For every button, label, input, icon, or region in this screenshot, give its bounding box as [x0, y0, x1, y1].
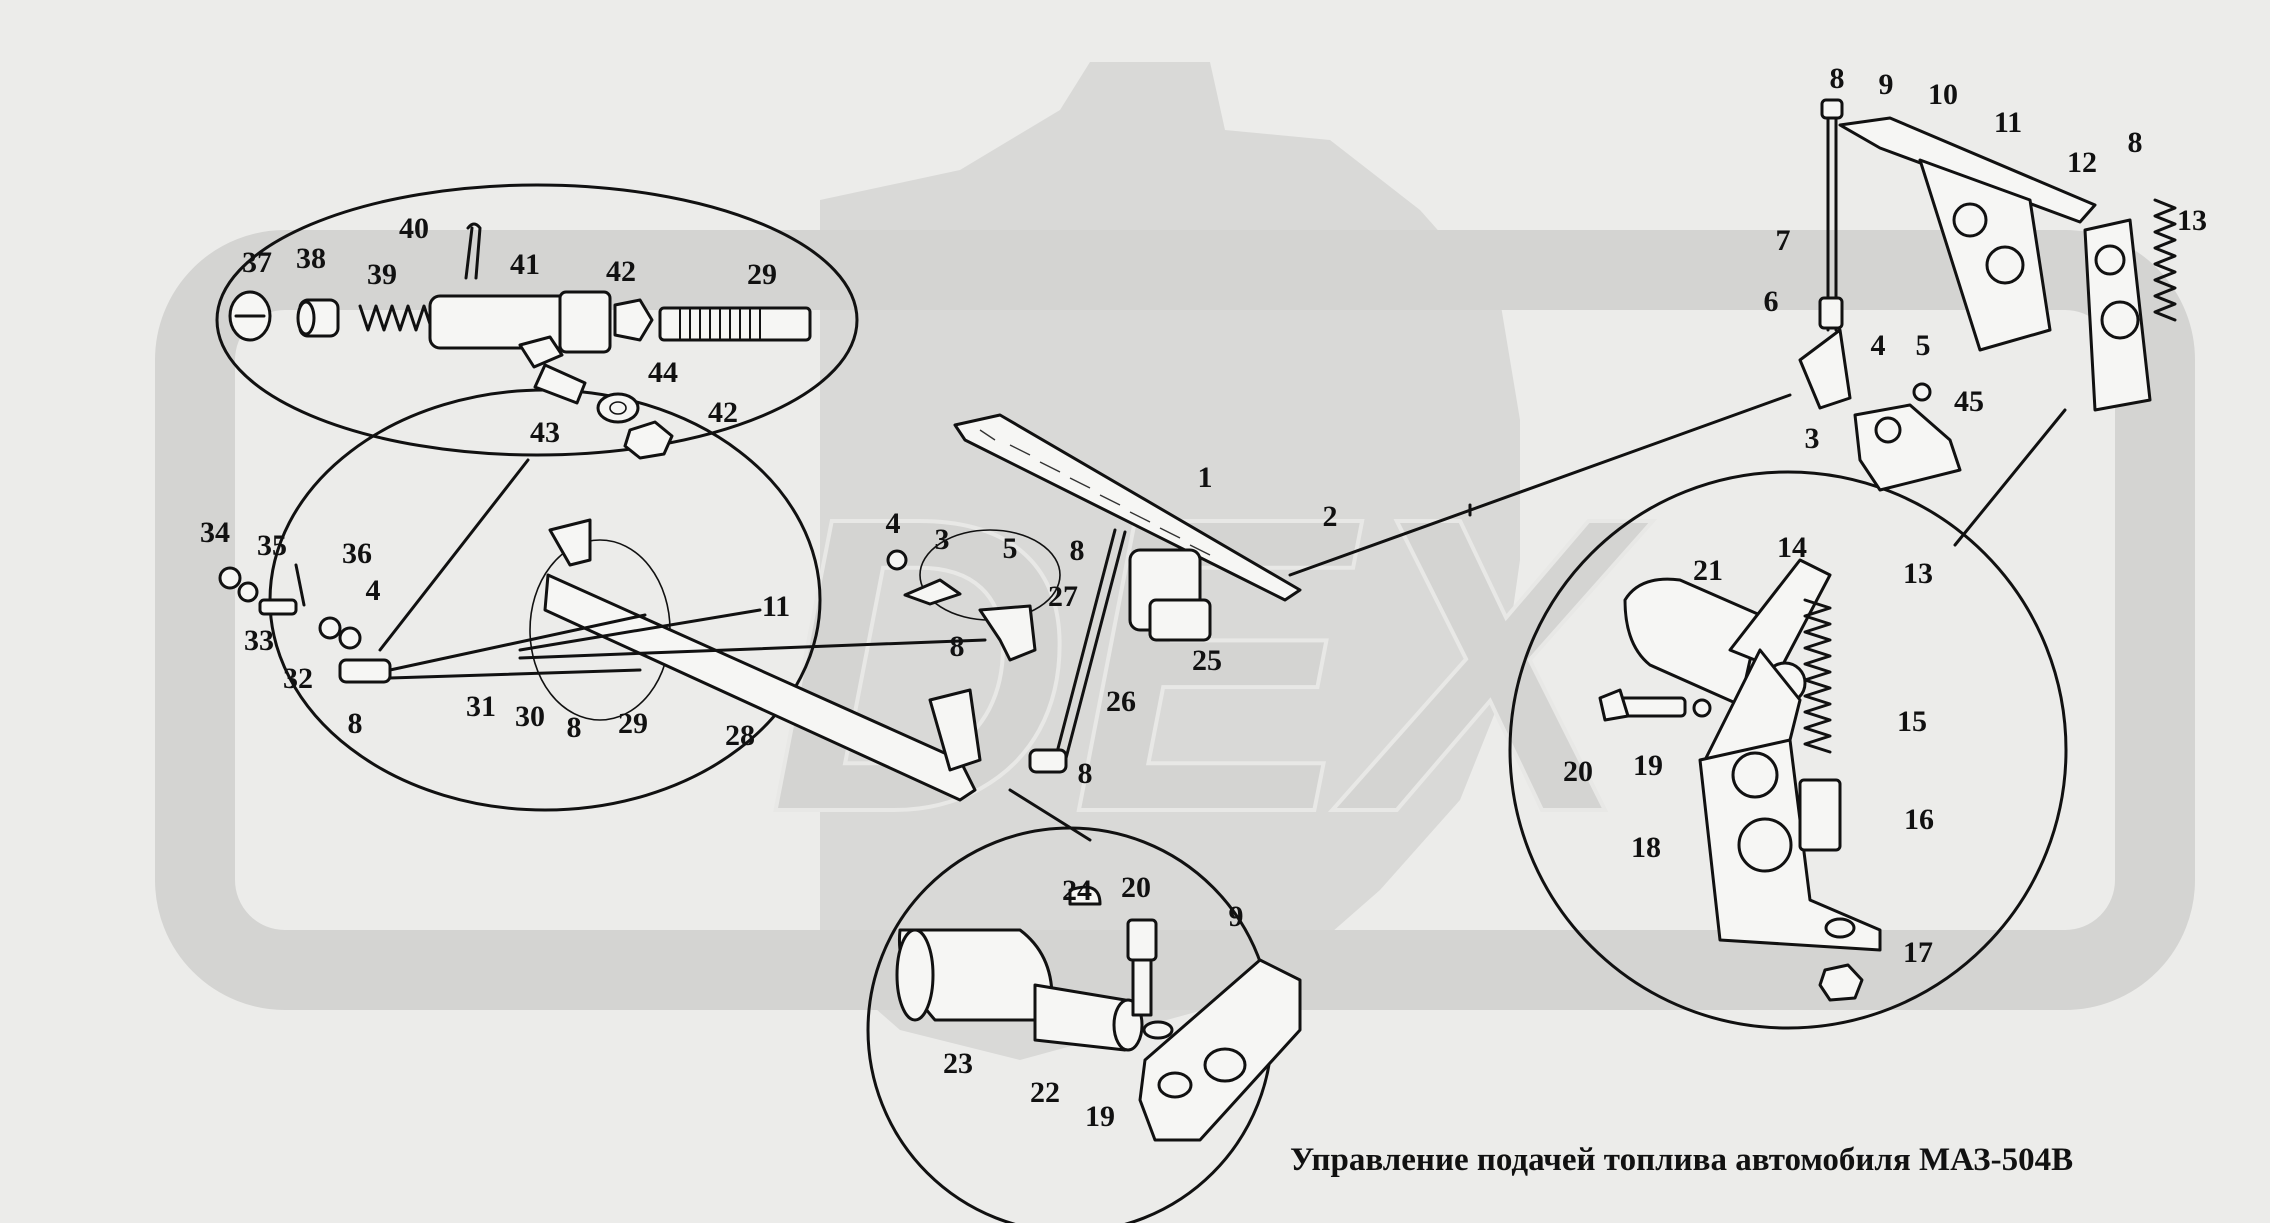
callout-25: 25	[1192, 644, 1222, 677]
throttle-rod	[1288, 393, 1792, 577]
watermark-text: DEX	[768, 431, 1653, 900]
callout-5: 5	[1916, 329, 1931, 362]
leader-right	[1953, 408, 2067, 547]
callout-3: 3	[1805, 422, 1820, 455]
callout-35: 35	[257, 529, 287, 562]
callout-11: 11	[762, 590, 790, 623]
callout-33: 33	[244, 624, 274, 657]
detail-ellipse-nozzle	[215, 183, 859, 457]
callout-45: 45	[1954, 385, 1984, 418]
callout-29: 29	[618, 707, 648, 740]
watermark-frame	[155, 230, 2195, 1010]
callout-4: 4	[886, 507, 901, 540]
callout-8: 8	[1078, 757, 1093, 790]
callout-12: 12	[2067, 146, 2097, 179]
callout-39: 39	[367, 258, 397, 291]
callout-29: 29	[747, 258, 777, 291]
callout-20: 20	[1563, 755, 1593, 788]
callout-36: 36	[342, 537, 372, 570]
leader-nozzle	[378, 458, 530, 652]
callout-8: 8	[950, 630, 965, 663]
callout-5: 5	[1003, 532, 1018, 565]
callout-8: 8	[1070, 534, 1085, 567]
callout-13: 13	[2177, 204, 2207, 237]
callout-4: 4	[366, 574, 381, 607]
callout-19: 19	[1633, 749, 1663, 782]
callout-9: 9	[1229, 900, 1244, 933]
callout-43: 43	[530, 416, 560, 449]
callout-41: 41	[510, 248, 540, 281]
left-linkage	[218, 518, 987, 802]
callout-42: 42	[708, 396, 738, 429]
callout-23: 23	[943, 1047, 973, 1080]
diagram-caption: Управление подачей топлива автомобиля МА…	[1290, 1142, 2073, 1178]
callout-18: 18	[1631, 831, 1661, 864]
callout-34: 34	[200, 516, 230, 549]
callout-20: 20	[1121, 871, 1151, 904]
callout-27: 27	[1048, 580, 1078, 613]
nozzle-assembly	[228, 222, 812, 460]
detail-circle-right	[1508, 470, 2068, 1030]
callout-40: 40	[399, 212, 429, 245]
callout-9: 9	[1879, 68, 1894, 101]
callout-8: 8	[2128, 126, 2143, 159]
callout-32: 32	[283, 662, 313, 695]
callout-13: 13	[1903, 557, 1933, 590]
callout-31: 31	[466, 690, 496, 723]
callout-4: 4	[1871, 329, 1886, 362]
callout-44: 44	[648, 356, 678, 389]
governor-lever-detail	[1598, 558, 1882, 1002]
callout-28: 28	[725, 719, 755, 752]
governor-linkage	[1798, 98, 2177, 492]
callout-17: 17	[1903, 936, 1933, 969]
callout-14: 14	[1777, 531, 1807, 564]
callout-6: 6	[1764, 285, 1779, 318]
callout-3: 3	[935, 523, 950, 556]
callout-11: 11	[1994, 106, 2022, 139]
accelerator-pedal	[886, 413, 1302, 774]
callout-1: 1	[1198, 461, 1213, 494]
callout-7: 7	[1776, 224, 1791, 257]
callout-2: 2	[1323, 500, 1338, 533]
callout-37: 37	[242, 246, 272, 279]
callout-21: 21	[1693, 554, 1723, 587]
callout-10: 10	[1928, 78, 1958, 111]
callout-26: 26	[1106, 685, 1136, 718]
callout-38: 38	[296, 242, 326, 275]
leader-bottom	[1008, 788, 1092, 842]
callout-15: 15	[1897, 705, 1927, 738]
callout-8: 8	[348, 707, 363, 740]
callout-8: 8	[1830, 62, 1845, 95]
callout-30: 30	[515, 700, 545, 733]
callout-24: 24	[1062, 874, 1092, 907]
callout-42: 42	[606, 255, 636, 288]
callout-22: 22	[1030, 1076, 1060, 1109]
lever-shaft-detail	[895, 885, 1302, 1142]
callout-8: 8	[567, 711, 582, 744]
callout-19: 19	[1085, 1100, 1115, 1133]
callout-16: 16	[1904, 803, 1934, 836]
